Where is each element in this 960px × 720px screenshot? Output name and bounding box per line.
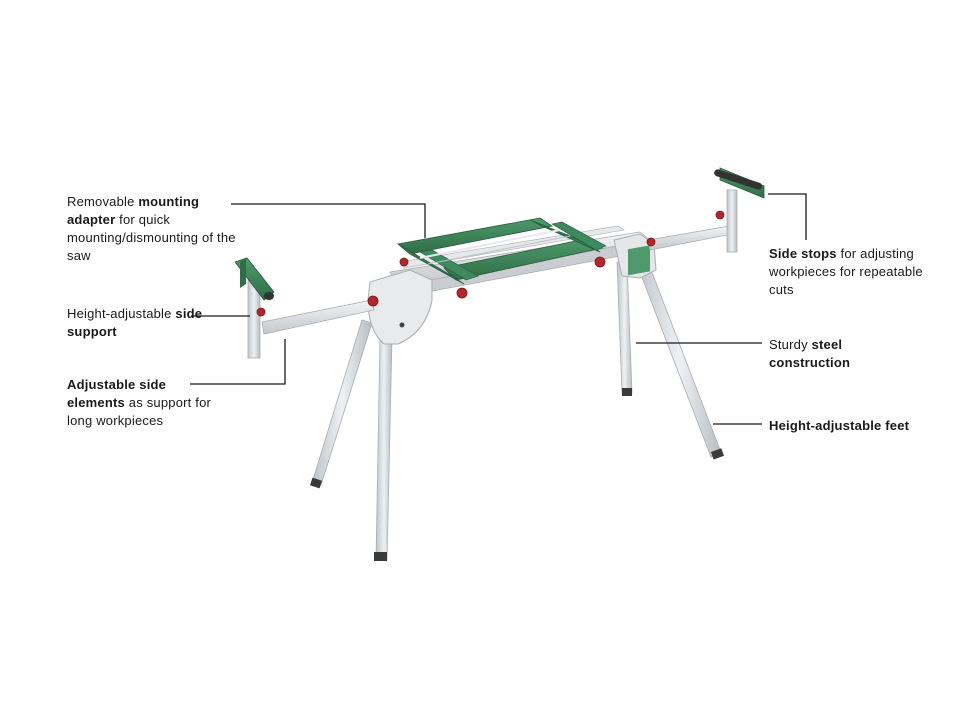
knob-right-bracket — [646, 237, 656, 247]
left-extension-arm — [234, 257, 375, 359]
knob-adapter-front — [456, 287, 468, 299]
leader-side-elements — [190, 339, 286, 385]
right-front-leg — [635, 261, 725, 460]
right-rear-leg — [616, 261, 633, 396]
callout-side-elements: Adjustable side elements as support for … — [67, 377, 212, 428]
callout-side-support: Height-adjustable side support — [67, 306, 203, 339]
leader-mounting-adapter — [231, 203, 426, 238]
right-end-bracket — [613, 233, 657, 279]
callout-mounting-adapter: Removable mounting adapter for quick mou… — [67, 194, 236, 263]
right-extension-arm — [647, 167, 765, 253]
leader-side-stops — [768, 193, 807, 240]
knob-left-arm — [256, 307, 266, 317]
callout-adjustable-feet: Height-adjustable feet — [769, 418, 910, 433]
left-front-leg — [374, 337, 393, 561]
leader-lines — [190, 193, 807, 425]
knob-adapter-rear — [399, 257, 409, 267]
callout-side-stops: Side stops for adjusting workpieces for … — [769, 246, 923, 297]
left-rear-leg — [310, 319, 373, 489]
knob-adapter-mid — [594, 256, 606, 268]
callout-steel-construction: Sturdy steel construction — [769, 337, 851, 370]
knob-right-arm — [715, 210, 725, 220]
left-end-bracket — [367, 269, 433, 345]
mounting-adapter — [397, 217, 607, 285]
adjustment-knobs — [256, 210, 725, 317]
knob-left-bracket — [367, 295, 379, 307]
